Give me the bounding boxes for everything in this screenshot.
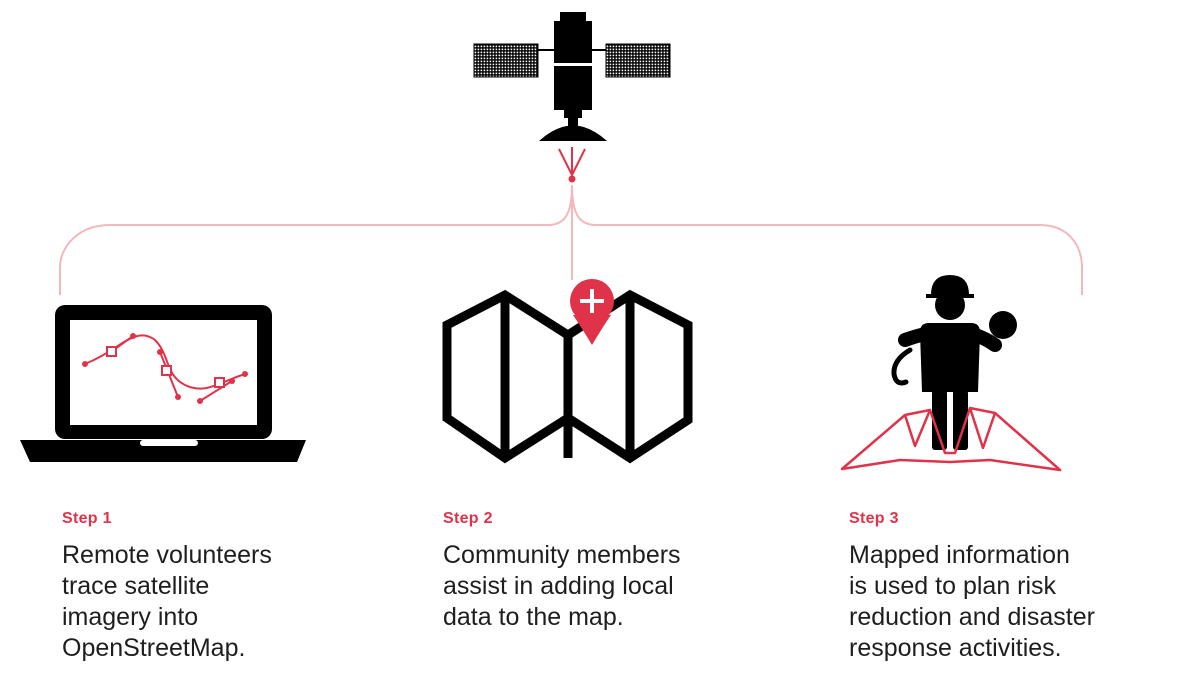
location-pin-plus-icon xyxy=(570,279,614,345)
antenna-icon xyxy=(558,147,586,183)
connector-right xyxy=(571,184,1083,295)
step-2-text: Community members assist in adding local… xyxy=(443,541,681,631)
connector-lines xyxy=(59,184,1083,295)
rescuer-icon xyxy=(891,275,1017,450)
trace-curve-icon xyxy=(84,334,246,402)
step-2-label: Step 2 xyxy=(443,510,493,527)
step-3-label: Step 3 xyxy=(849,510,899,527)
step-3-text: Mapped information is used to plan risk … xyxy=(849,541,1095,662)
step-3: Step 3 Mapped information is used to pla… xyxy=(849,510,1169,664)
step-1: Step 1 Remote volunteers trace satellite… xyxy=(62,510,362,664)
ground-outline-icon xyxy=(840,406,1062,472)
step-2: Step 2 Community members assist in addin… xyxy=(443,510,763,633)
trace-points xyxy=(82,333,248,404)
step-1-label: Step 1 xyxy=(62,510,112,527)
folded-map-icon xyxy=(442,289,693,464)
satellite-icon xyxy=(473,12,671,141)
connector-left xyxy=(59,184,573,295)
laptop-icon xyxy=(20,305,306,462)
step-1-text: Remote volunteers trace satellite imager… xyxy=(62,541,272,662)
